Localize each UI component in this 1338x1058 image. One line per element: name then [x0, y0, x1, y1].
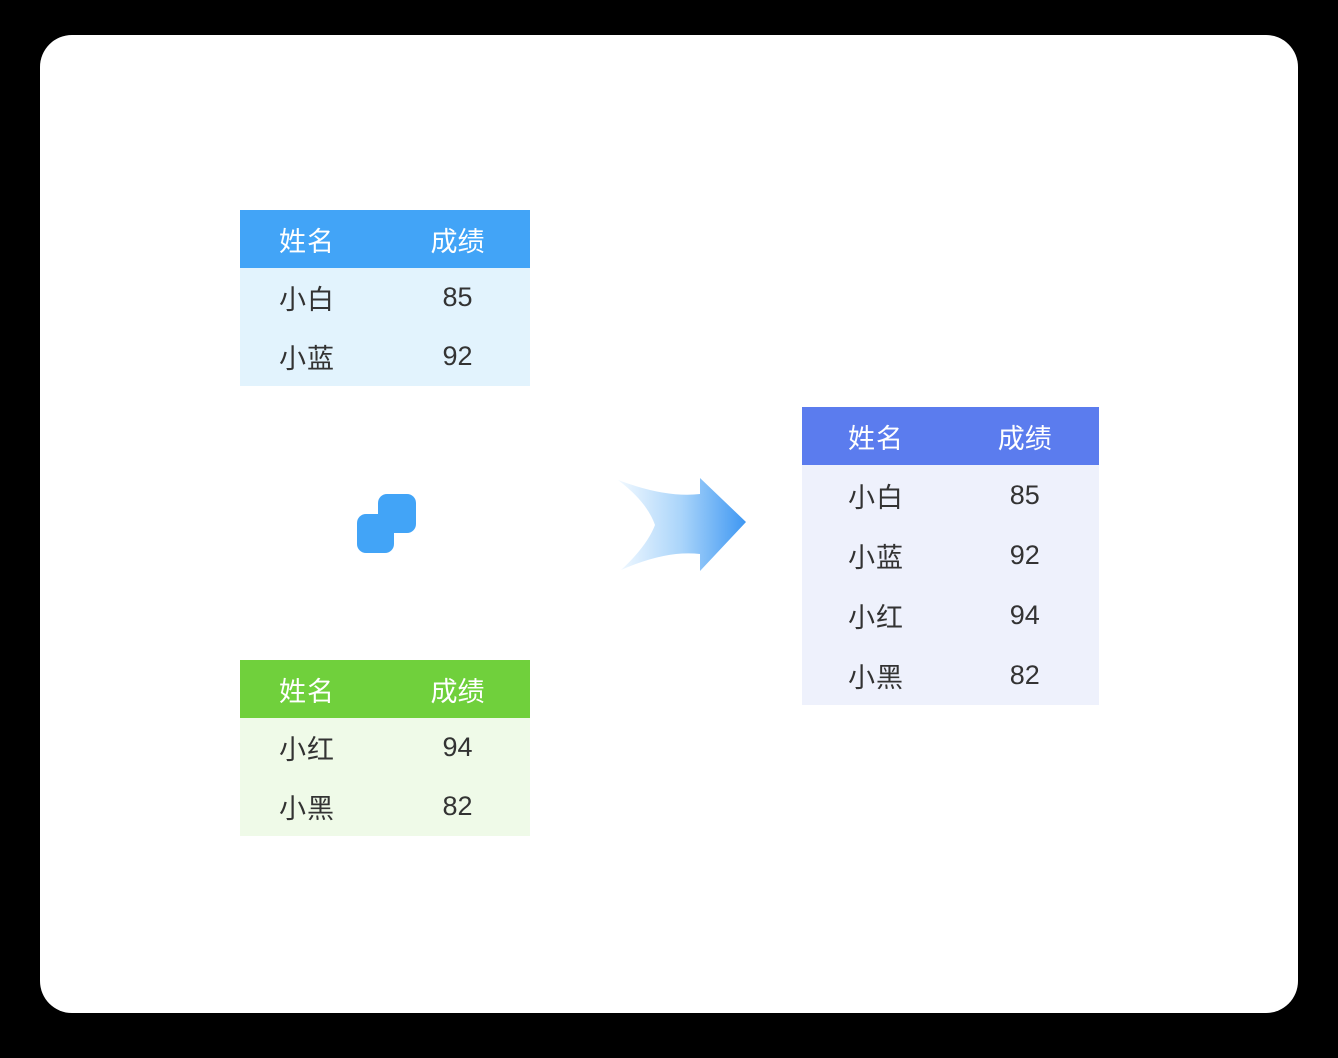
cell-score: 92 [1009, 539, 1040, 570]
table-body: 小红 94 小黑 82 [240, 718, 530, 836]
cell-name: 小红 [279, 735, 335, 765]
table-header-row: 姓名 成绩 [240, 210, 530, 268]
cell-score: 92 [442, 341, 473, 371]
table-row: 小红 94 [240, 718, 530, 777]
cell-name: 小蓝 [848, 542, 904, 573]
source-table-bottom: 姓名 成绩 小红 94 小黑 82 [240, 660, 530, 836]
table-row: 小白 85 [802, 465, 1099, 525]
table-row: 小黑 82 [240, 777, 530, 836]
header-cell-score: 成绩 [430, 226, 485, 257]
cell-score: 85 [1009, 479, 1040, 510]
table-row: 小黑 82 [802, 645, 1099, 705]
cell-score: 82 [442, 791, 473, 821]
right-arrow-icon [618, 478, 746, 571]
table-body: 小白 85 小蓝 92 [240, 268, 530, 386]
cell-score: 82 [1009, 659, 1040, 690]
cell-name: 小白 [279, 285, 335, 315]
table-row: 小蓝 92 [240, 327, 530, 386]
cell-name: 小红 [848, 602, 904, 633]
header-cell-name: 姓名 [848, 423, 904, 454]
cell-score: 85 [442, 282, 473, 312]
table-row: 小红 94 [802, 585, 1099, 645]
cell-name: 小黑 [848, 662, 904, 693]
source-table-top: 姓名 成绩 小白 85 小蓝 92 [240, 210, 530, 386]
header-cell-score: 成绩 [997, 423, 1052, 454]
cell-name: 小黑 [279, 794, 335, 824]
cell-name: 小白 [848, 482, 904, 513]
cell-name: 小蓝 [279, 344, 335, 374]
table-row: 小白 85 [240, 268, 530, 327]
header-cell-name: 姓名 [279, 226, 335, 257]
table-header-row: 姓名 成绩 [802, 407, 1099, 465]
cell-score: 94 [442, 732, 473, 762]
header-cell-score: 成绩 [430, 676, 485, 707]
result-table: 姓名 成绩 小白 85 小蓝 92 小红 94 小黑 82 [802, 407, 1099, 705]
merge-squares-icon [357, 494, 417, 554]
table-body: 小白 85 小蓝 92 小红 94 小黑 82 [802, 465, 1099, 705]
table-header-row: 姓名 成绩 [240, 660, 530, 718]
header-cell-name: 姓名 [279, 676, 335, 707]
table-row: 小蓝 92 [802, 525, 1099, 585]
merge-square-front [357, 514, 394, 553]
cell-score: 94 [1009, 599, 1040, 630]
